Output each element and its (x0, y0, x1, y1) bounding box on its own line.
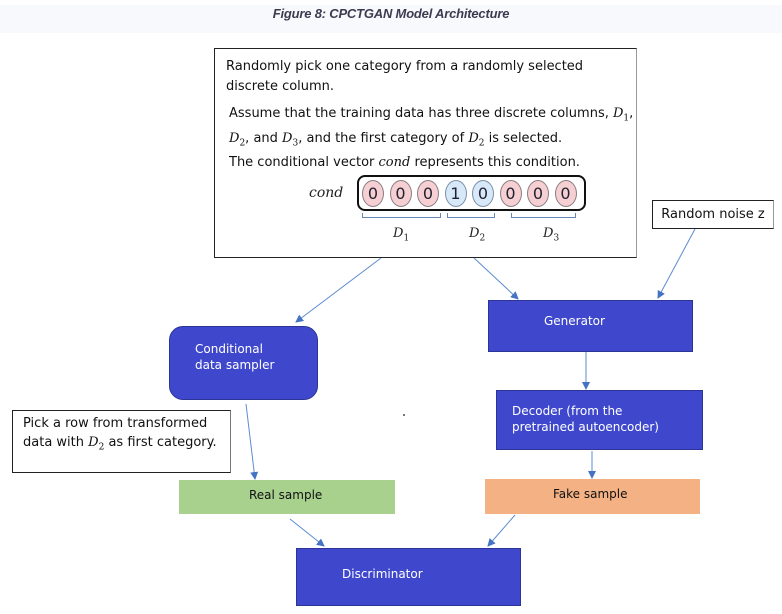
pick-row-note: Pick a row from transformed data with D2… (12, 410, 231, 473)
text-fragment: is selected. (488, 130, 563, 146)
decoder-label-line2: pretrained autoencoder) (512, 420, 659, 434)
label-d2: D2 (469, 226, 486, 244)
text-fragment: Assume that the training data has three … (229, 106, 609, 121)
generator-block: Generator (488, 300, 693, 352)
column-d3: D3 (282, 130, 299, 149)
label-d1: D1 (393, 226, 410, 244)
text-fragment: and (253, 130, 278, 146)
discriminator-block: Discriminator (296, 548, 521, 606)
decoder-block: Decoder (from the pretrained autoencoder… (496, 390, 703, 450)
brace-d3 (511, 213, 576, 218)
explanation-line-1: Randomly pick one category from a random… (226, 59, 584, 94)
cond-bit: 0 (417, 180, 439, 207)
arrow-real-to-discriminator (289, 518, 325, 547)
brace-d1 (362, 213, 441, 218)
column-d1: D1 (612, 106, 630, 124)
cond-bit: 0 (362, 180, 384, 207)
cond-bit: 0 (472, 180, 494, 207)
pick-row-line1: Pick a row from transformed (23, 416, 208, 431)
cond-vector-label: cond (309, 185, 344, 201)
caption-band (0, 5, 782, 33)
explanation-line-2: Assume that the training data has three … (229, 106, 634, 171)
text-fragment: data with (23, 435, 84, 450)
stray-dot (403, 414, 405, 416)
cond-bit: 0 (527, 180, 549, 207)
cond-bit: 1 (444, 180, 467, 207)
fake-sample-block: Fake sample (485, 479, 700, 514)
random-noise-box: Random noise z (652, 200, 774, 229)
figure-caption: Figure 8: CPCTGAN Model Architecture (272, 6, 510, 21)
sampler-label-line1: Conditional (195, 342, 263, 356)
column-d2: D2 (229, 130, 246, 149)
pick-row-line2: data with D2 as first category. (23, 433, 230, 458)
brace-d2 (447, 213, 495, 218)
decoder-label-line1: Decoder (from the (512, 404, 623, 418)
label-d3: D3 (543, 226, 560, 244)
text-fragment: , and the first category of (298, 130, 465, 146)
text-fragment: The conditional vector (229, 155, 375, 171)
cond-term: cond (378, 155, 411, 171)
arrow-box-to-sampler (295, 257, 382, 323)
text-fragment: represents this condition. (414, 155, 580, 171)
arrow-box-to-generator (473, 257, 519, 300)
sampler-label-line2: data sampler (195, 358, 275, 372)
cond-bit: 0 (554, 180, 577, 207)
text-fragment: as first category. (108, 435, 217, 450)
arrow-noise-to-generator (657, 228, 696, 299)
cond-bit: 0 (499, 180, 522, 207)
real-sample-block: Real sample (179, 480, 395, 514)
arrow-fake-to-discriminator (487, 514, 516, 547)
condition-explanation-box: Randomly pick one category from a random… (214, 48, 637, 258)
arrow-sampler-to-real (245, 403, 259, 480)
conditional-data-sampler: Conditional data sampler (169, 326, 318, 400)
cond-bit: 0 (389, 180, 412, 207)
column-d2-ref: D2 (468, 130, 485, 149)
column-d2-pick: D2 (88, 435, 105, 453)
